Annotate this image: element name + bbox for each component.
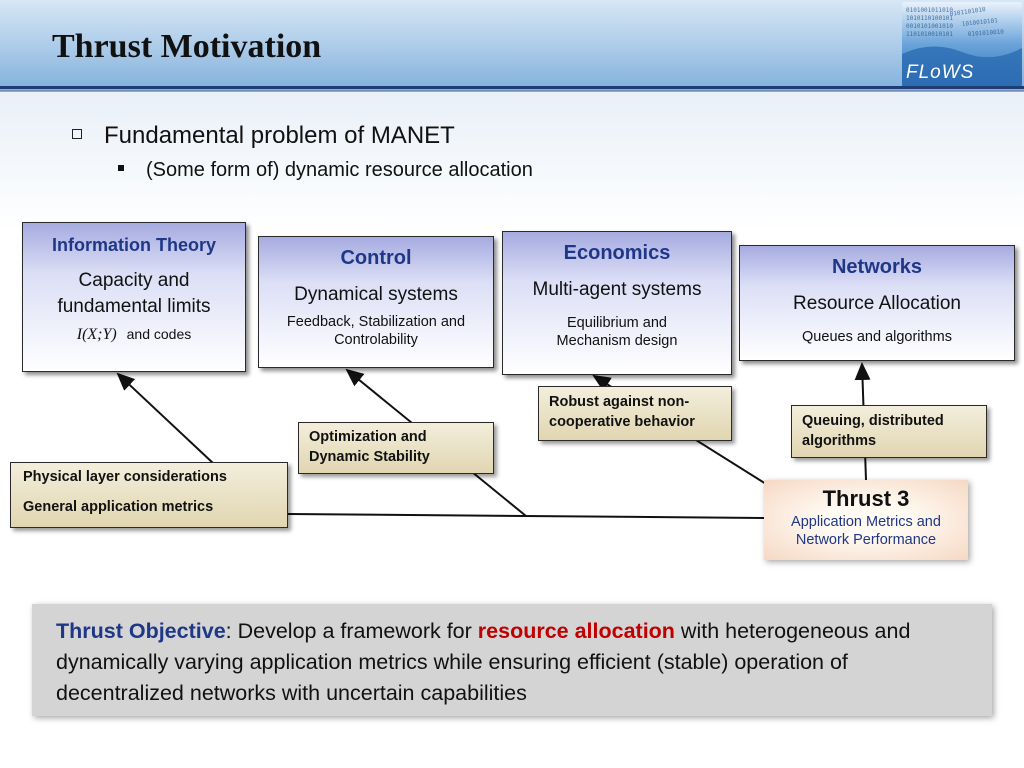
- info-theory-suffix: and codes: [126, 326, 192, 342]
- info-theory-line2: fundamental limits: [57, 296, 211, 317]
- bullet-level2-text: (Some form of) dynamic resource allocati…: [146, 159, 533, 181]
- networks-line2: Queues and algorithms: [802, 329, 952, 345]
- economics-line1: Multi-agent systems: [532, 279, 702, 300]
- control-line3: Controlability: [334, 332, 418, 348]
- logo-text: FLoWS: [906, 62, 975, 83]
- thrust3-line2: Network Performance: [795, 532, 937, 548]
- robust-line1: Robust against non-: [549, 394, 690, 410]
- queuing-line1: Queuing, distributed: [802, 413, 944, 429]
- control-line1: Dynamical systems: [294, 284, 458, 305]
- economics-line2: Equilibrium and: [567, 315, 667, 331]
- svg-text:0101010010: 0101010010: [968, 28, 1005, 38]
- arrow-to-info-theory: [116, 372, 215, 465]
- svg-text:1010010101: 1010010101: [961, 17, 998, 28]
- info-theory-heading: Information Theory: [51, 235, 216, 255]
- filled-square-bullet-icon: [118, 164, 124, 171]
- economics-heading: Economics: [563, 242, 671, 264]
- objective-highlight: resource allocation: [477, 619, 675, 643]
- info-theory-line1: Capacity and: [78, 270, 190, 291]
- objective-text1: : Develop a framework for: [225, 619, 478, 643]
- economics-box: Economics Multi-agent systems Equilibriu…: [502, 231, 732, 375]
- thrust-objective-panel: Thrust Objective: Develop a framework fo…: [32, 604, 992, 716]
- optimization-line2: Dynamic Stability: [309, 449, 430, 465]
- objective-key: Thrust Objective: [56, 619, 226, 643]
- thrust3-line1: Application Metrics and: [791, 514, 941, 530]
- slide-title: Thrust Motivation: [52, 28, 322, 65]
- control-box: Control Dynamical systems Feedback, Stab…: [258, 236, 494, 368]
- physical-line1: Physical layer considerations: [23, 469, 227, 485]
- objective-text2: with heterogeneous and dynamically varyi…: [56, 619, 911, 705]
- thrust-objective-text: Thrust Objective: Develop a framework fo…: [56, 616, 976, 709]
- economics-line3: Mechanism design: [556, 333, 678, 349]
- physical-layer-box: Physical layer considerations General ap…: [10, 462, 288, 528]
- networks-line1: Resource Allocation: [793, 293, 961, 314]
- header-divider: [0, 86, 1024, 89]
- bullet-level2: (Some form of) dynamic resource allocati…: [118, 159, 533, 182]
- control-line2: Feedback, Stabilization and: [286, 314, 466, 330]
- mutual-information-formula: I(X;Y): [76, 326, 117, 343]
- thrust3-title: Thrust 3: [822, 486, 910, 511]
- bullet-level1: Fundamental problem of MANET: [72, 122, 455, 150]
- control-heading: Control: [340, 247, 412, 269]
- robust-box: Robust against non- cooperative behavior: [538, 386, 732, 441]
- header-divider-thin: [0, 90, 1024, 91]
- robust-line2: cooperative behavior: [549, 414, 695, 430]
- svg-text:1101010010101: 1101010010101: [906, 31, 953, 38]
- svg-text:0010101001010: 0010101001010: [906, 23, 953, 30]
- background-fade: [0, 92, 1024, 232]
- bullet-level1-text: Fundamental problem of MANET: [104, 122, 455, 149]
- networks-heading: Networks: [831, 256, 923, 278]
- info-theory-box: Information Theory Capacity and fundamen…: [22, 222, 246, 372]
- queuing-line2: algorithms: [802, 433, 877, 449]
- thrust3-box: Thrust 3 Application Metrics and Network…: [764, 480, 968, 560]
- hollow-square-bullet-icon: [72, 128, 82, 139]
- header-band: [0, 0, 1024, 92]
- physical-line2: General application metrics: [23, 499, 214, 515]
- optimization-line1: Optimization and: [309, 429, 427, 445]
- info-theory-line3: I(X;Y) and codes: [23, 326, 245, 344]
- flows-logo-icon: 0101001011010 1010110100101 001010100101…: [902, 2, 1022, 86]
- optimization-box: Optimization and Dynamic Stability: [298, 422, 494, 474]
- queuing-box: Queuing, distributed algorithms: [791, 405, 987, 458]
- networks-box: Networks Resource Allocation Queues and …: [739, 245, 1015, 361]
- svg-text:0101001011010: 0101001011010: [906, 7, 953, 14]
- svg-text:1010110100101: 1010110100101: [906, 15, 953, 22]
